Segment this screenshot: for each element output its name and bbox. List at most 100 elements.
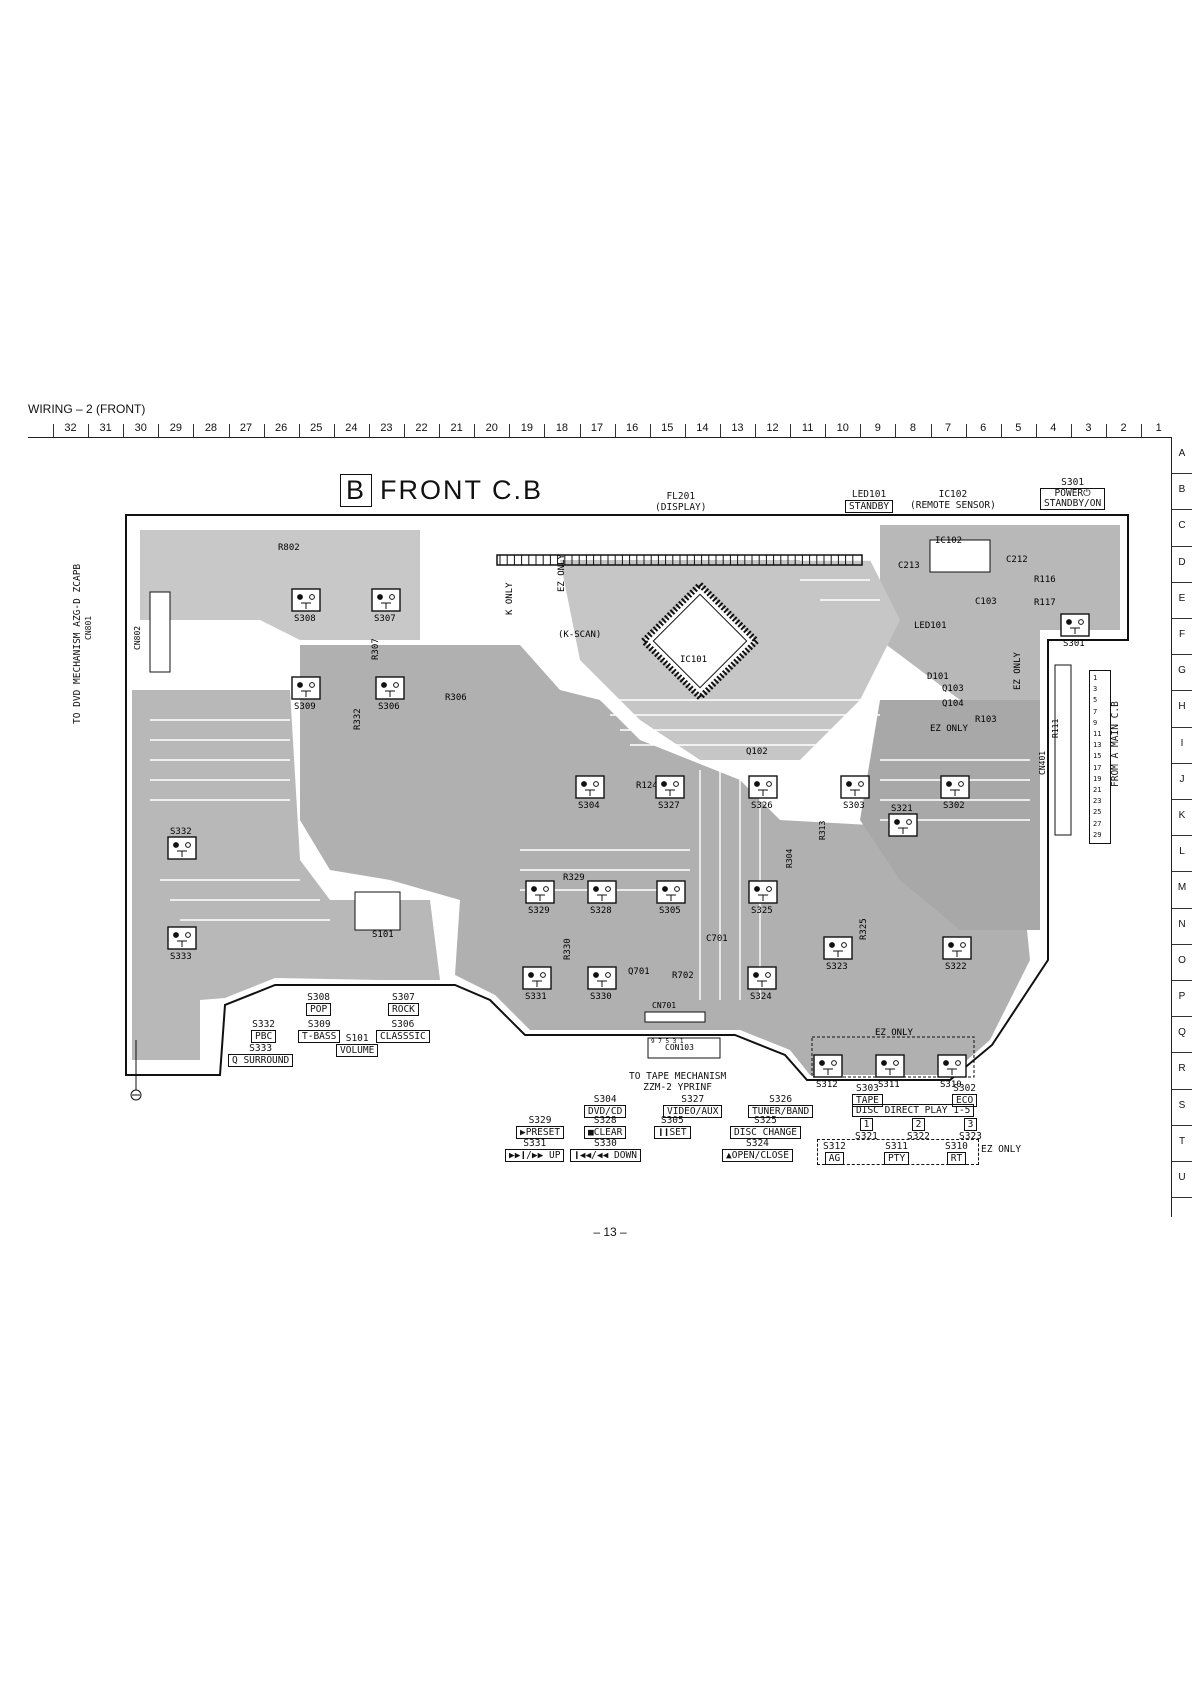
row-letter: F — [1178, 629, 1186, 640]
switch-label: S304 — [578, 801, 600, 811]
column-tick — [1141, 424, 1143, 437]
svg-text:K ONLY: K ONLY — [505, 582, 515, 615]
column-number: 18 — [555, 422, 569, 434]
switch-label: S332 — [170, 827, 192, 837]
row-tick — [1172, 980, 1192, 981]
switch-label: S330 — [590, 992, 612, 1002]
column-tick — [263, 424, 265, 437]
column-number: 31 — [99, 422, 112, 434]
connector-pin: 21 — [1093, 786, 1102, 794]
svg-text:R103: R103 — [975, 715, 997, 725]
svg-text:R124: R124 — [636, 781, 658, 791]
svg-text:S101: S101 — [372, 930, 394, 940]
connector-pin: 5 — [1093, 696, 1098, 705]
column-number: 4 — [1050, 422, 1057, 434]
column-tick — [333, 424, 335, 437]
column-number: 15 — [661, 422, 674, 434]
connector-pin: 23 — [1093, 797, 1102, 806]
column-tick — [895, 424, 897, 437]
page-title: WIRING – 2 (FRONT) — [28, 402, 146, 416]
row-tick — [1172, 581, 1192, 583]
column-number: 27 — [239, 422, 253, 434]
column-number: 1 — [1155, 422, 1162, 434]
switch-label: S308 — [294, 614, 316, 624]
column-tick — [719, 424, 721, 437]
row-tick — [1172, 871, 1192, 873]
column-tick — [860, 424, 862, 437]
switch-label: S333 — [170, 952, 192, 962]
column-tick — [684, 424, 686, 437]
switch-s323: S323 — [823, 936, 853, 972]
svg-text:R325: R325 — [859, 918, 869, 940]
column-tick — [790, 424, 792, 437]
row-letter: P — [1178, 991, 1186, 1002]
switch-s332: S332 — [167, 827, 197, 860]
row-letter: E — [1178, 592, 1186, 604]
connector-pin: 17 — [1093, 763, 1102, 772]
switch-label: S302 — [943, 801, 965, 811]
svg-text:R802: R802 — [278, 543, 300, 553]
row-letter: D — [1178, 556, 1186, 568]
column-number: 12 — [766, 422, 779, 434]
svg-text:R306: R306 — [445, 693, 467, 703]
switch-s301: S301 — [1060, 613, 1090, 649]
column-number: 23 — [380, 422, 393, 434]
switch-s330: S330 — [587, 966, 617, 1002]
row-letter: U — [1178, 1172, 1186, 1183]
row-tick — [1172, 509, 1192, 511]
row-letter: N — [1178, 918, 1186, 930]
svg-text:D101: D101 — [927, 672, 949, 682]
column-number: 7 — [944, 422, 952, 434]
row-tick — [1172, 1016, 1192, 1018]
column-tick — [439, 424, 441, 437]
column-number: 3 — [1085, 422, 1092, 434]
switch-label: S310 — [940, 1080, 962, 1090]
row-letter: O — [1178, 954, 1186, 966]
column-number: 16 — [626, 422, 639, 434]
connector-pin: 1 — [1093, 674, 1098, 682]
column-number: 8 — [909, 422, 916, 434]
switch-label: S305 — [659, 906, 681, 916]
svg-text:R304: R304 — [785, 849, 794, 868]
column-tick — [123, 424, 125, 437]
svg-text:EZ ONLY: EZ ONLY — [875, 1028, 914, 1038]
column-number: 5 — [1015, 422, 1022, 434]
switch-label: S321 — [891, 804, 913, 814]
con103-connector — [647, 1037, 721, 1059]
row-tick — [1172, 618, 1192, 619]
connector-pin: 19 — [1093, 774, 1102, 783]
copper-zone-rightmid — [860, 700, 1040, 930]
svg-text:R307: R307 — [371, 638, 381, 660]
fl201-label: FL201(DISPLAY) — [655, 491, 707, 513]
svg-text:R329: R329 — [563, 873, 585, 883]
svg-text:EZ ONLY: EZ ONLY — [1013, 651, 1023, 690]
switch-s322: S322 — [942, 936, 972, 972]
connector-pin: 9 — [1093, 718, 1098, 727]
switch-label: S303 — [843, 801, 865, 811]
svg-text:C103: C103 — [975, 597, 997, 607]
row-letter: L — [1179, 846, 1185, 858]
switch-s304: S304 — [575, 775, 605, 811]
row-tick — [1172, 762, 1192, 764]
column-number: 10 — [836, 422, 849, 434]
svg-text:Q102: Q102 — [746, 747, 768, 757]
switch-s328: S328 — [587, 880, 617, 916]
column-number: 17 — [590, 422, 604, 434]
row-letter: A — [1178, 448, 1186, 459]
switch-s325: S325 — [748, 880, 778, 916]
column-tick — [579, 424, 581, 437]
row-letter: B — [1178, 484, 1186, 496]
switch-s333: S333 — [167, 926, 197, 962]
row-tick — [1172, 799, 1192, 800]
switch-label: S329 — [528, 906, 550, 916]
